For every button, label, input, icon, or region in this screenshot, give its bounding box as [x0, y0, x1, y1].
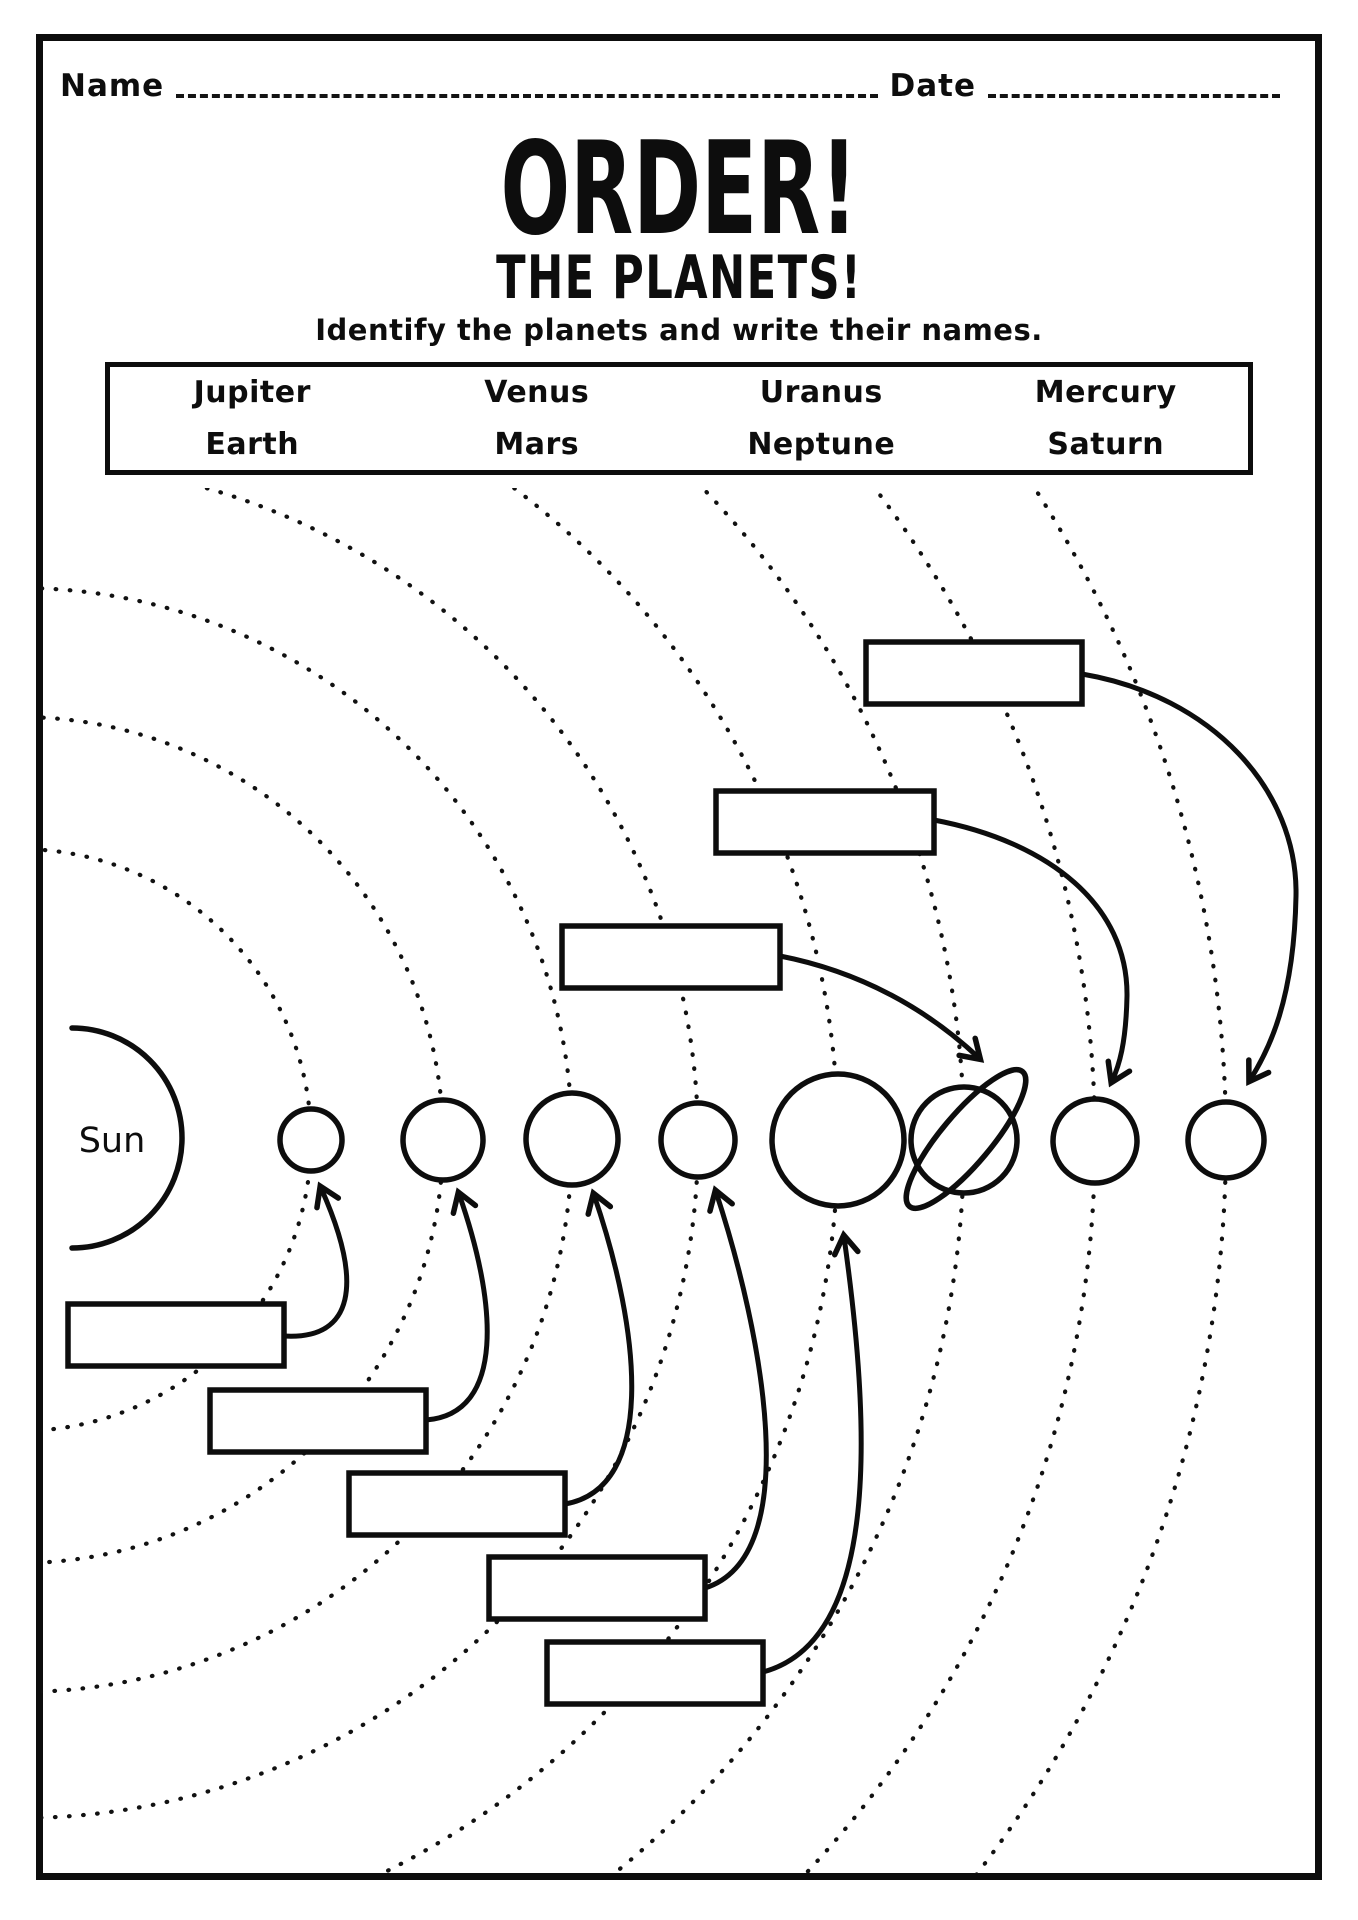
arrow-to-venus: [423, 1187, 490, 1423]
word-bank-item-mercury: Mercury: [1034, 375, 1177, 411]
answer-box-mercury[interactable]: [65, 1301, 287, 1369]
planet-mercury: [277, 1106, 345, 1174]
arrow-to-mars: [702, 1185, 769, 1591]
answer-box-mars[interactable]: [486, 1554, 708, 1622]
name-date-row: Name Date: [60, 60, 1292, 104]
planet-mars: [658, 1100, 738, 1180]
planet-jupiter: [769, 1071, 907, 1209]
arrow-to-earth: [562, 1188, 635, 1507]
word-bank-item-saturn: Saturn: [1047, 426, 1165, 462]
saturn-ring: [903, 1066, 1029, 1212]
answer-box-earth[interactable]: [346, 1470, 568, 1538]
arrow-to-neptune: [1079, 671, 1299, 1086]
planet-earth: [523, 1090, 621, 1188]
word-bank-item-mars: Mars: [494, 426, 580, 462]
sun-label: Sun: [79, 1121, 146, 1161]
arrow-to-uranus: [931, 817, 1133, 1088]
word-bank-item-neptune: Neptune: [747, 426, 896, 462]
date-write-line[interactable]: [988, 94, 1280, 98]
worksheet-subtitle: THE PLANETS!: [0, 248, 1358, 308]
title-line2: THE PLANETS!: [495, 243, 863, 313]
planet-venus: [400, 1097, 486, 1183]
arrow-to-saturn: [777, 953, 985, 1063]
word-bank-item-jupiter: Jupiter: [193, 375, 311, 411]
planet-saturn: [908, 1084, 1020, 1196]
answer-box-saturn[interactable]: [559, 923, 783, 991]
answer-box-neptune[interactable]: [863, 639, 1085, 707]
planet-uranus: [1050, 1096, 1140, 1186]
sun: [69, 1025, 185, 1251]
answer-box-venus[interactable]: [207, 1387, 429, 1455]
arrow-to-mercury: [281, 1181, 350, 1339]
name-write-line[interactable]: [176, 94, 878, 98]
title-line1: ORDER!: [500, 115, 858, 264]
word-bank: Jupiter Venus Uranus Mercury Earth Mars …: [105, 362, 1253, 475]
worksheet-title: ORDER!: [0, 126, 1358, 254]
arrow-to-jupiter: [760, 1230, 864, 1675]
instruction-text: Identify the planets and write their nam…: [315, 313, 1043, 347]
word-bank-item-earth: Earth: [205, 426, 300, 462]
word-bank-item-venus: Venus: [484, 375, 590, 411]
word-bank-item-uranus: Uranus: [759, 375, 883, 411]
planet-neptune: [1185, 1099, 1267, 1181]
answer-box-jupiter[interactable]: [544, 1639, 766, 1707]
name-label: Name: [60, 68, 165, 104]
date-label: Date: [889, 68, 976, 104]
page-border: [36, 34, 1322, 1880]
answer-box-uranus[interactable]: [713, 788, 937, 856]
